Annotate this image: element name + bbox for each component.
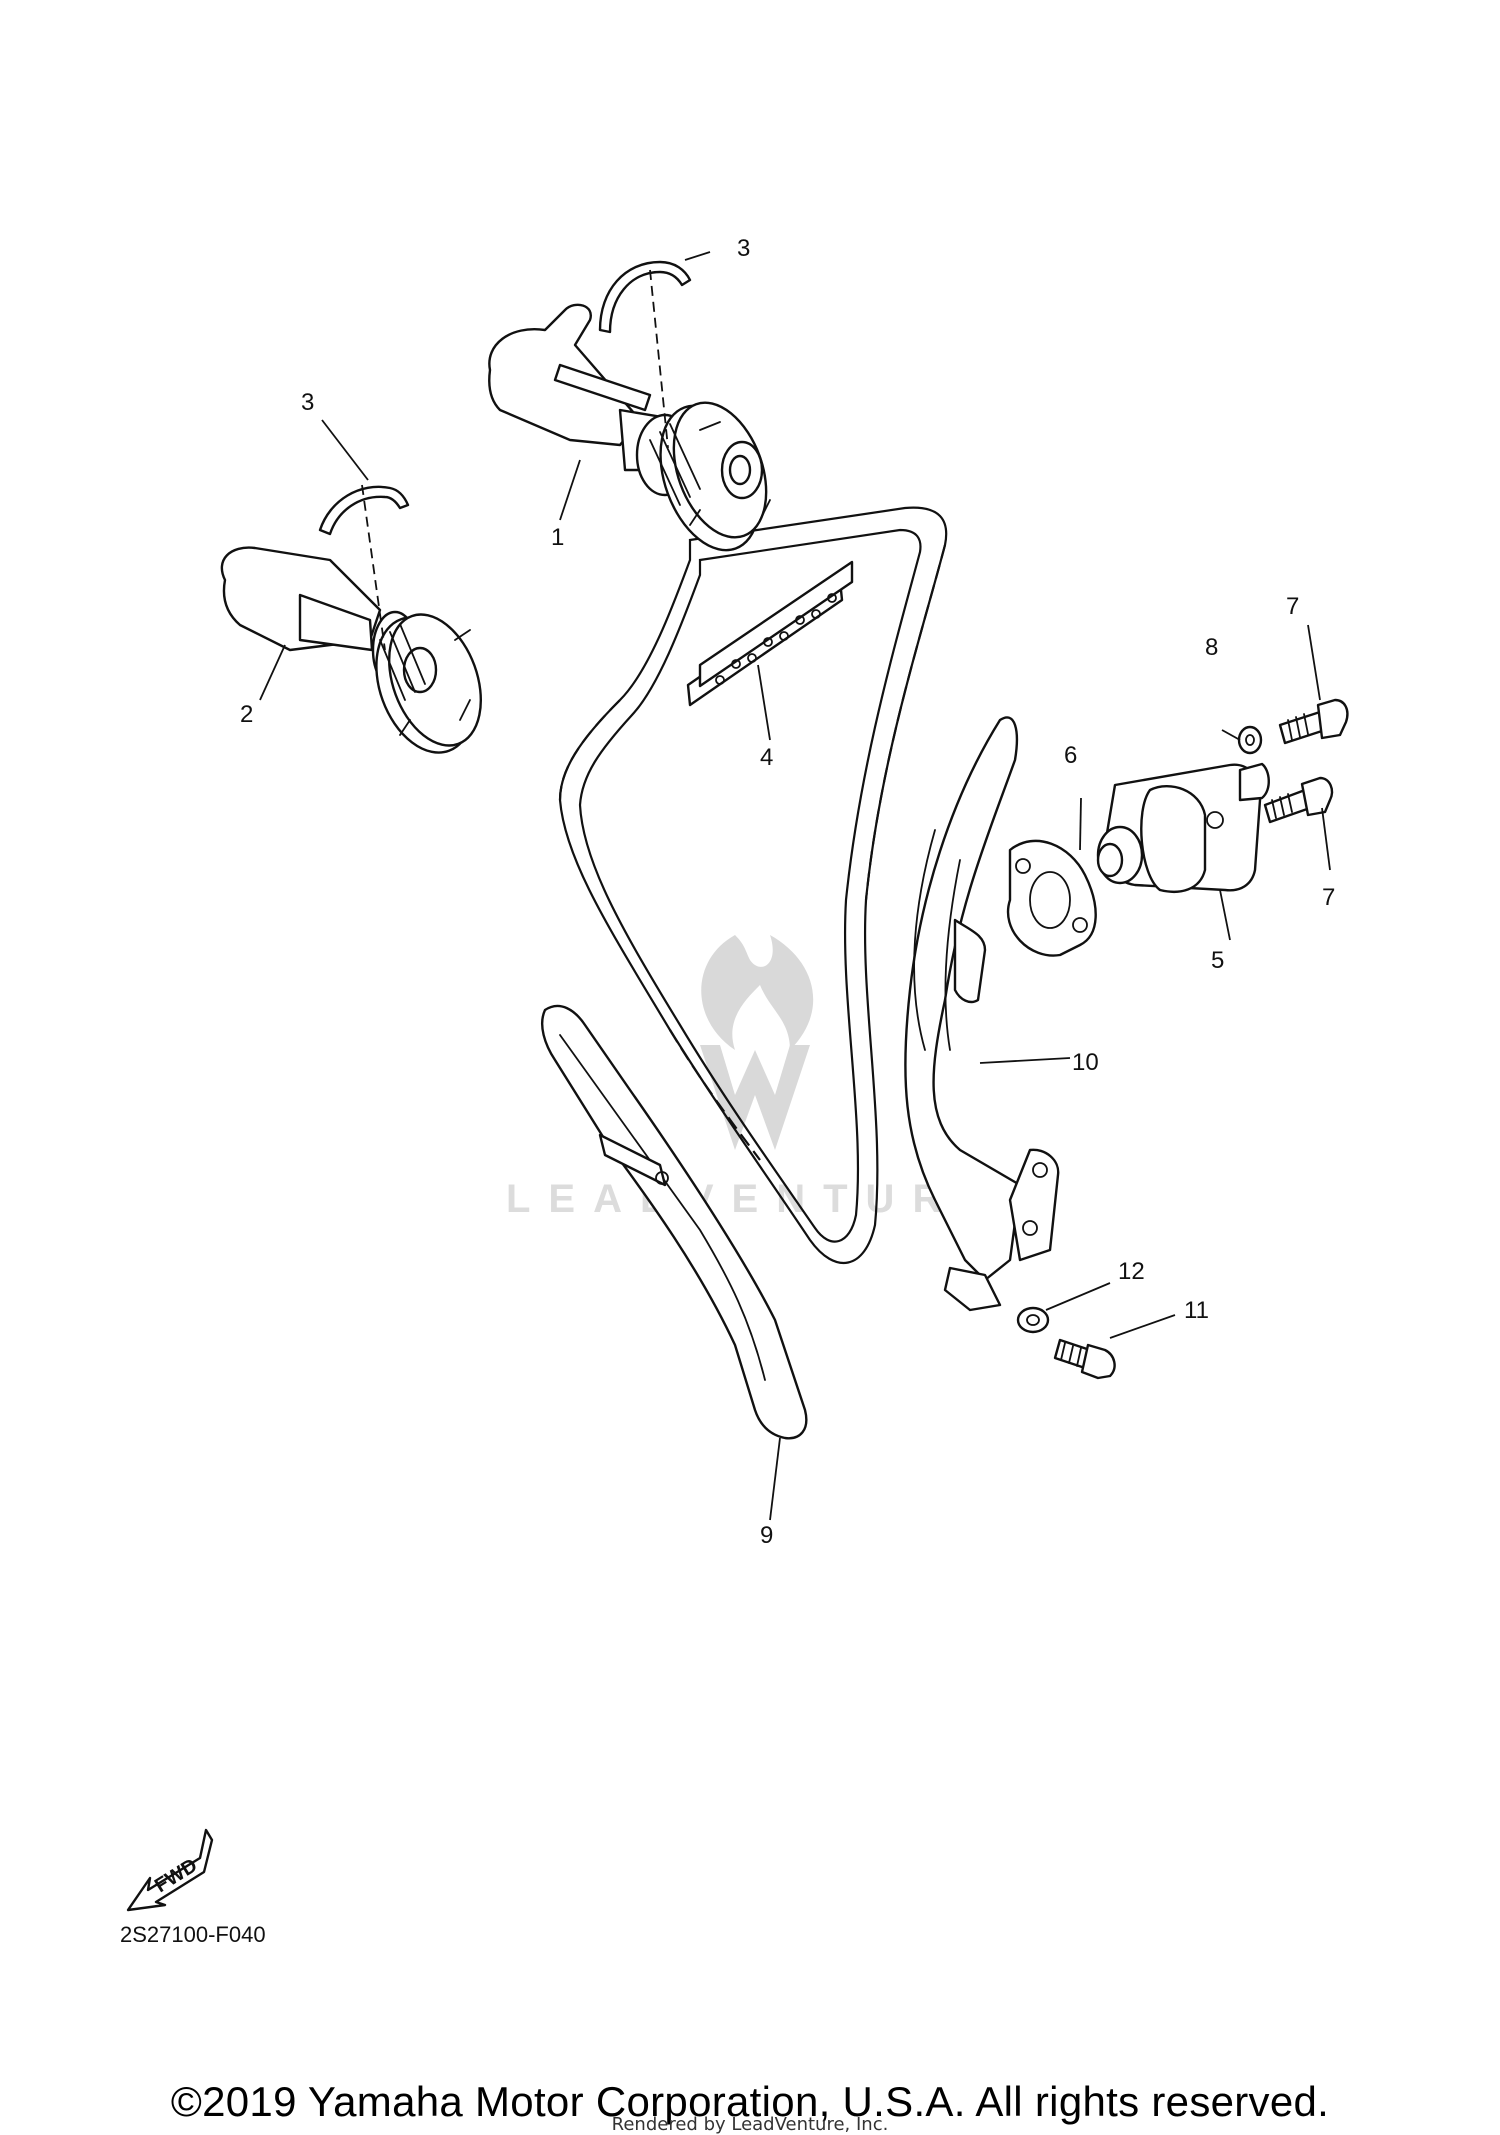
- callout-9: 9: [760, 1522, 773, 1549]
- chain-link-detail: [686, 560, 854, 707]
- callout-1: 1: [551, 524, 564, 551]
- clip-assembly-line-upper: [649, 269, 669, 449]
- tensioner-bolt-upper: [1278, 698, 1349, 745]
- callout-labels: 1 2 3 3 4 5 6 7 7 8 9 10 11 12: [240, 235, 1335, 1549]
- clip-assembly-line-lower: [361, 484, 386, 651]
- copyright-notice: ©2019 Yamaha Motor Corporation, U.S.A. A…: [170, 2078, 1330, 2125]
- forward-direction-arrow: FWD: [126, 1828, 214, 1912]
- render-credit: Rendered by LeadVenture, Inc.: [611, 2114, 889, 2135]
- watermark-text: LEADVENTURE: [506, 1177, 1004, 1221]
- callout-7-lower: 7: [1322, 884, 1335, 911]
- callout-7-upper: 7: [1286, 593, 1299, 620]
- cam-clip-lower: [318, 485, 410, 536]
- figure-code: 2S27100-F040: [120, 1922, 266, 1947]
- chain-tensioner-guide: [541, 1004, 808, 1440]
- chain-guide: [904, 716, 1060, 1312]
- callout-6: 6: [1064, 742, 1077, 769]
- callout-12: 12: [1118, 1258, 1145, 1285]
- washer-8: [1237, 725, 1263, 755]
- washer-12: [1016, 1306, 1050, 1334]
- callout-3-lower: 3: [301, 389, 314, 416]
- timing-chain: [558, 506, 948, 1265]
- callout-4: 4: [760, 744, 773, 771]
- callout-10: 10: [1072, 1049, 1099, 1076]
- cam-chain-tensioner: [1096, 762, 1270, 893]
- leadventure-watermark: LEADVENTURE: [506, 935, 1004, 1221]
- tensioner-bolt-lower: [1263, 776, 1334, 824]
- callout-3-upper: 3: [737, 235, 750, 262]
- camshaft-exhaust: [488, 303, 771, 552]
- camshaft-intake: [220, 546, 483, 754]
- callout-5: 5: [1211, 947, 1224, 974]
- cam-clip-upper: [598, 260, 692, 334]
- callout-2: 2: [240, 701, 253, 728]
- callout-8: 8: [1205, 634, 1218, 661]
- guide-bolt-11: [1053, 1338, 1116, 1380]
- leader-lines: [259, 251, 1331, 1521]
- callout-11: 11: [1184, 1297, 1209, 1324]
- tensioner-gasket: [1007, 839, 1097, 957]
